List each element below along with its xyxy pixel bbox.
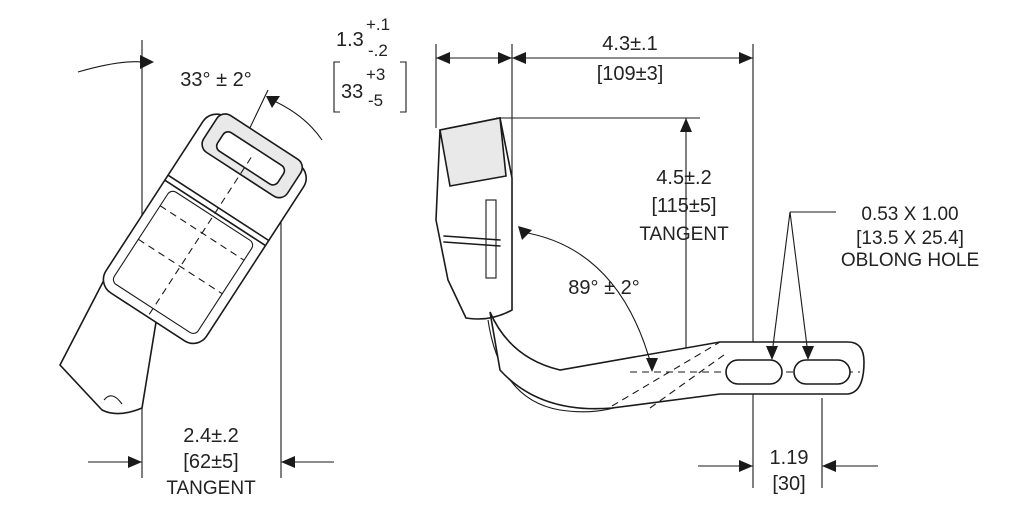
offset-metric-bracket-right: [400, 61, 407, 113]
buckle-slot: [485, 199, 497, 279]
offset-metric-minus: -5: [368, 91, 383, 110]
angle-arrowhead-left: [140, 55, 154, 69]
strap-fold: [103, 395, 123, 405]
spacing-metric: [30]: [772, 473, 805, 495]
angle-arrowhead-right: [266, 96, 280, 108]
length-metric: [109±3]: [597, 63, 664, 85]
height-imperial: 4.5±.2: [656, 167, 711, 189]
bend-angle-arc: [521, 231, 653, 369]
hole-note: OBLONG HOLE: [841, 250, 979, 271]
width-arrowhead-left: [128, 456, 142, 468]
height-note: TANGENT: [639, 224, 729, 245]
webbing-strap: [59, 278, 159, 415]
height-metric: [115±5]: [651, 195, 716, 217]
length-imperial: 4.3±.1: [602, 33, 657, 55]
left-width-note: TANGENT: [166, 478, 256, 499]
bracket-bend-2: [649, 351, 729, 409]
left-width-metric: [62±5]: [183, 451, 238, 473]
offset-metric-plus: +3: [366, 65, 385, 84]
angle-arc-right: [271, 99, 323, 141]
spacing-imperial: 1.19: [770, 447, 809, 469]
offset-imperial-minus: -.2: [368, 41, 388, 60]
buckle-stripe-1: [443, 235, 501, 241]
offset-imperial-main: 1.3: [336, 29, 364, 51]
left-angle-label: 33° ± 2°: [180, 69, 251, 91]
left-view: [59, 40, 334, 478]
offset-metric-main: 33: [341, 81, 363, 103]
buckle-release-button: [439, 117, 507, 187]
hole-imperial: 0.53 X 1.00: [861, 204, 958, 225]
right-view: [435, 44, 878, 488]
angle-arc-left: [77, 61, 143, 73]
bracket-bend-1: [611, 341, 721, 407]
hole-leader-1: [771, 211, 791, 355]
oblong-hole-1: [725, 359, 783, 385]
buckle-body: [102, 113, 307, 345]
width-arrowhead-right: [281, 456, 295, 468]
offset-imperial-plus: +.1: [366, 15, 390, 34]
hole-metric: [13.5 X 25.4]: [856, 228, 964, 249]
oblong-hole-2: [793, 359, 851, 385]
left-width-imperial: 2.4±.2: [183, 425, 238, 447]
buckle-stripe-2: [443, 241, 501, 247]
hole-leader-2: [789, 211, 809, 355]
bend-angle-label: 89° ± 2°: [568, 277, 639, 299]
offset-metric-bracket-left: [333, 61, 340, 113]
